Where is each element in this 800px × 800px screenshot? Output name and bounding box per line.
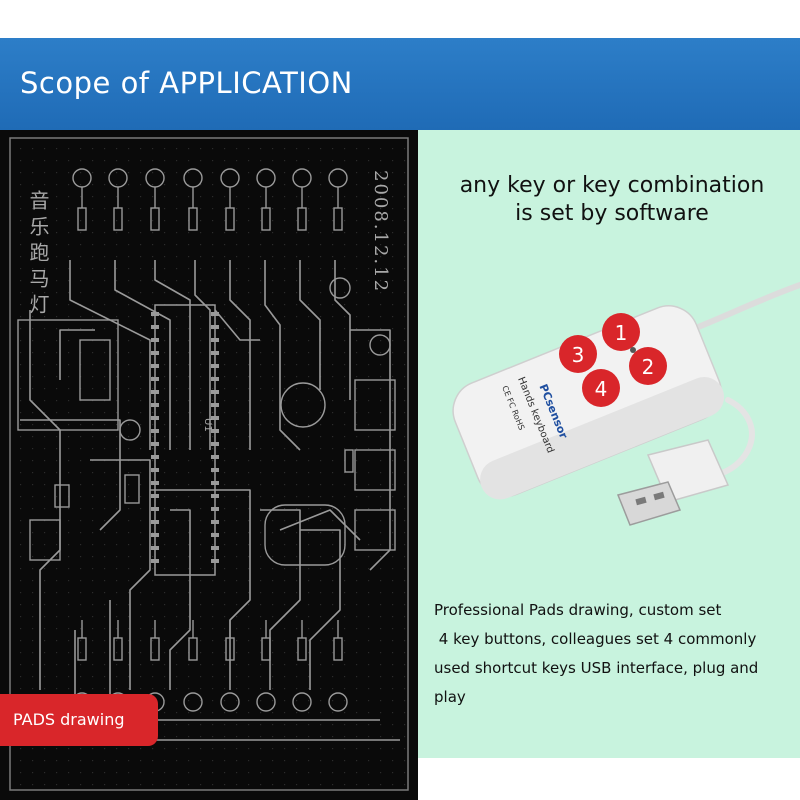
pads-drawing-badge: PADS drawing [0,694,158,746]
description-line2: 4 key buttons, colleagues set 4 commonly [434,630,757,648]
usb-keypad-device: 1 2 3 4 PCsensor Hands keyboard CE FC Ro… [452,282,800,526]
led-indicator-icon [630,347,636,353]
pcb-vertical-text: 音乐跑马灯 [26,190,50,320]
usb-plug [616,439,730,526]
header-banner: Scope of APPLICATION [0,38,800,130]
pcb-chip-label: U1 [202,418,213,432]
pcb-date-text: 2008.12.12 [370,170,391,293]
pcb-drawing: 音乐跑马灯 2008.12.12 U1 [9,137,409,791]
key-3-label: 3 [572,343,585,367]
description-line3: used shortcut keys USB interface, plug a… [434,659,759,677]
key-2-button[interactable]: 2 [629,347,667,385]
info-panel-footer [418,758,800,800]
key-1-button[interactable]: 1 [602,313,640,351]
pcb-panel: 音乐跑马灯 2008.12.12 U1 [0,130,418,800]
key-4-label: 4 [595,377,608,401]
key-buttons: 1 2 3 4 [559,313,667,407]
banner-title: Scope of APPLICATION [20,66,353,100]
description-line1: Professional Pads drawing, custom set [434,601,722,619]
description-line4: play [434,688,466,706]
feature-heading-line1: any key or key combination [459,173,765,198]
key-2-label: 2 [642,355,655,379]
key-4-button[interactable]: 4 [582,369,620,407]
feature-heading: any key or key combination is set by sof… [424,172,800,228]
key-1-label: 1 [615,321,628,345]
pads-drawing-label: PADS drawing [13,710,125,729]
feature-heading-line2: is set by software [515,201,709,226]
key-3-button[interactable]: 3 [559,335,597,373]
feature-description: Professional Pads drawing, custom set 4 … [434,596,790,712]
